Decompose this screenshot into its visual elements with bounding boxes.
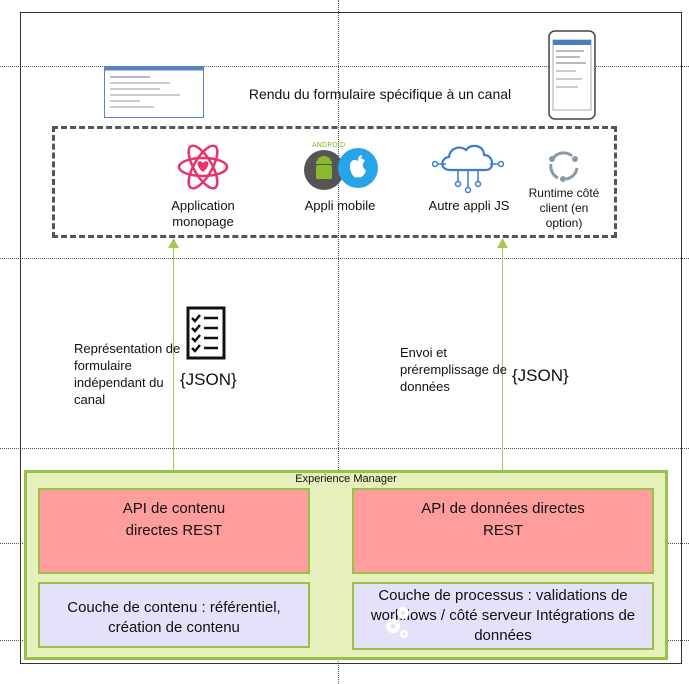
- content-api-box: API de contenu directes REST: [38, 488, 310, 574]
- left-connector-line: [173, 246, 174, 490]
- svg-text:ANDROID: ANDROID: [312, 141, 345, 149]
- guide-line: [338, 0, 339, 684]
- experience-manager-title: Experience Manager: [295, 473, 397, 485]
- channel-label-js: Autre appli JS: [428, 198, 510, 213]
- content-layer-box: Couche de contenu : référentiel, créatio…: [38, 582, 310, 648]
- phone-form-thumbnail: [548, 30, 596, 120]
- checklist-icon: [186, 306, 226, 360]
- guide-line: [0, 258, 689, 259]
- cloud-network-icon: [432, 144, 504, 194]
- channel-label-runtime: Runtime côté client (en option): [528, 186, 600, 230]
- left-json-label: {JSON}: [180, 370, 237, 389]
- process-layer-box: Couche de processus : validations de wor…: [352, 582, 654, 650]
- guide-line: [0, 66, 689, 67]
- data-api-box: API de données directes REST: [352, 488, 654, 574]
- right-flow-text: Envoi et préremplissage de données: [400, 345, 507, 394]
- guide-line: [0, 448, 689, 449]
- desktop-form-thumbnail: [104, 66, 204, 118]
- right-json-label: {JSON}: [512, 366, 569, 385]
- gears-icon: [386, 607, 409, 638]
- right-connector-line: [502, 246, 503, 482]
- channel-container: [52, 126, 617, 238]
- left-flow-text: Représentation de formulaire indépendant…: [74, 341, 181, 407]
- atom-icon: [177, 144, 229, 190]
- diagram-frame: [20, 12, 682, 664]
- cycle-icon: [549, 151, 579, 182]
- diagram-title: Rendu du formulaire spécifique à un cana…: [248, 86, 512, 102]
- left-arrowhead-icon: [168, 238, 179, 248]
- android-apple-icon: ANDROID: [304, 141, 378, 190]
- channel-label-spa: Application monopage: [171, 198, 235, 229]
- right-up-arrowhead-icon: [497, 238, 508, 248]
- channel-label-mobile: Appli mobile: [304, 198, 376, 213]
